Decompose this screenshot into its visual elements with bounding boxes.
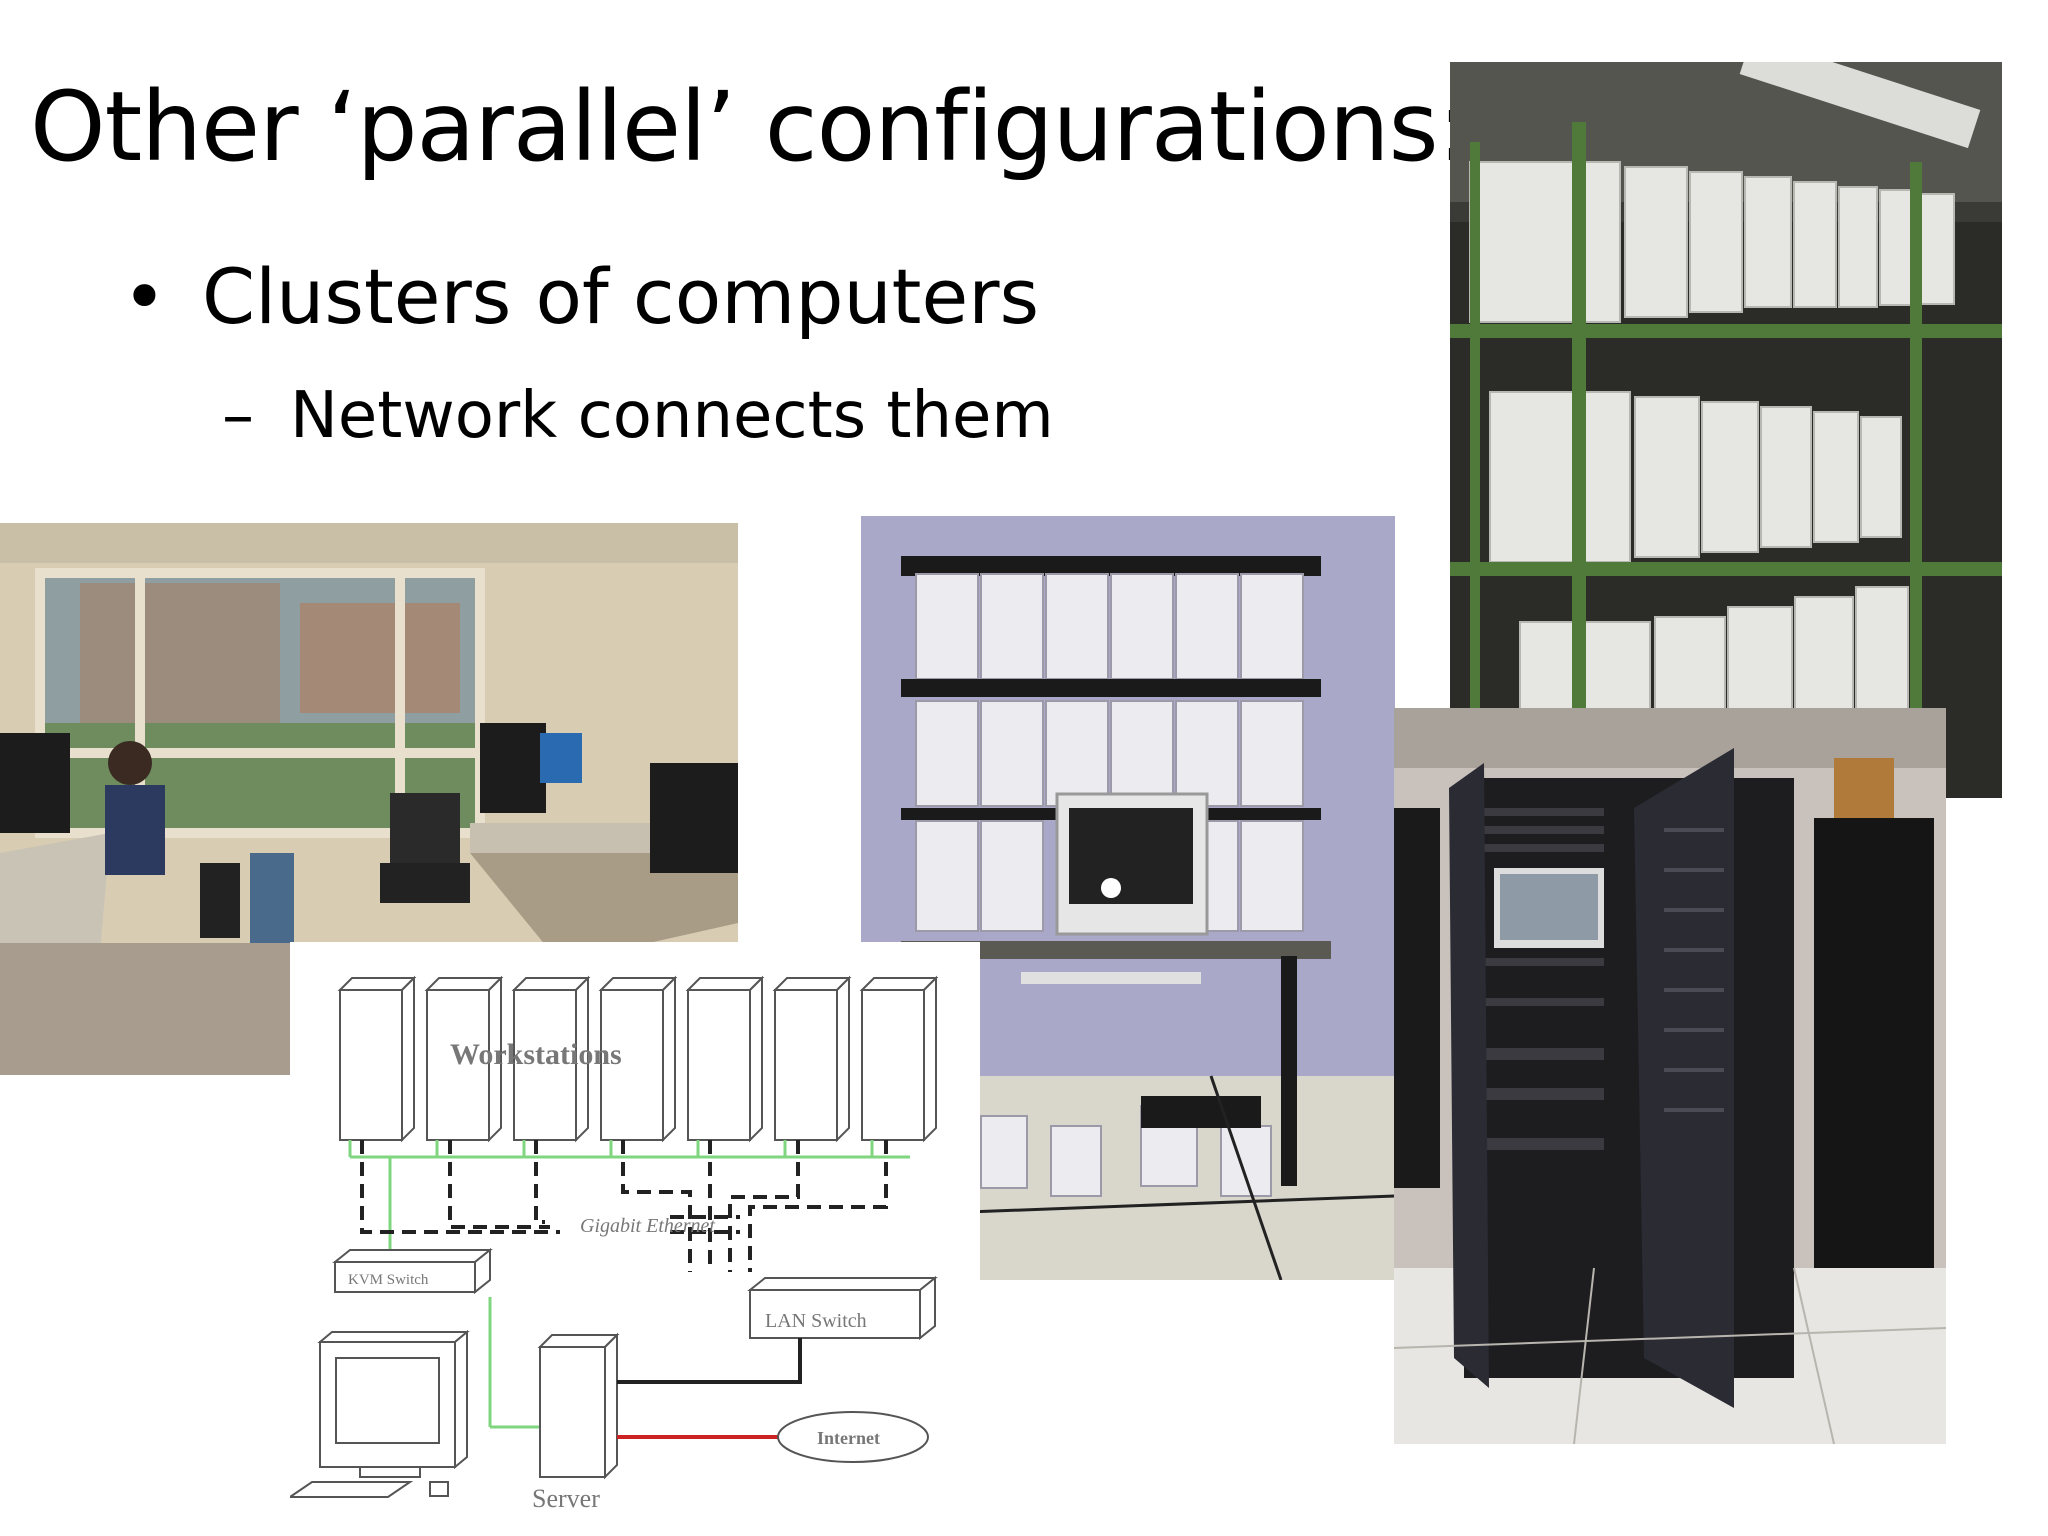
bullet-clusters: • Clusters of computers: [122, 252, 1039, 342]
bullet-marker: •: [122, 252, 167, 341]
ethernet-label: Gigabit Ethernet: [580, 1215, 715, 1237]
internet-label: Internet: [817, 1428, 880, 1448]
workstations-label: Workstations: [450, 1038, 622, 1071]
sub-bullet-text: Network connects them: [290, 379, 1054, 453]
bullet-text: Clusters of computers: [202, 252, 1040, 341]
workstation-tower: [337, 975, 417, 1143]
sub-bullet-network: –Network connects them: [222, 378, 1054, 454]
server-label: Server: [532, 1484, 600, 1513]
sub-bullet-marker: –: [222, 379, 254, 453]
slide-title: Other ‘parallel’ configurations:: [30, 71, 1470, 183]
lan-switch-label: LAN Switch: [765, 1310, 867, 1332]
kvm-switch-label: KVM Switch: [348, 1272, 429, 1288]
photo-computer-shelves: [1450, 62, 2002, 798]
network-diagram: Workstations Gigabit Ethernet KVM Switch…: [290, 942, 980, 1517]
photo-server-rack: [1394, 708, 1946, 1444]
